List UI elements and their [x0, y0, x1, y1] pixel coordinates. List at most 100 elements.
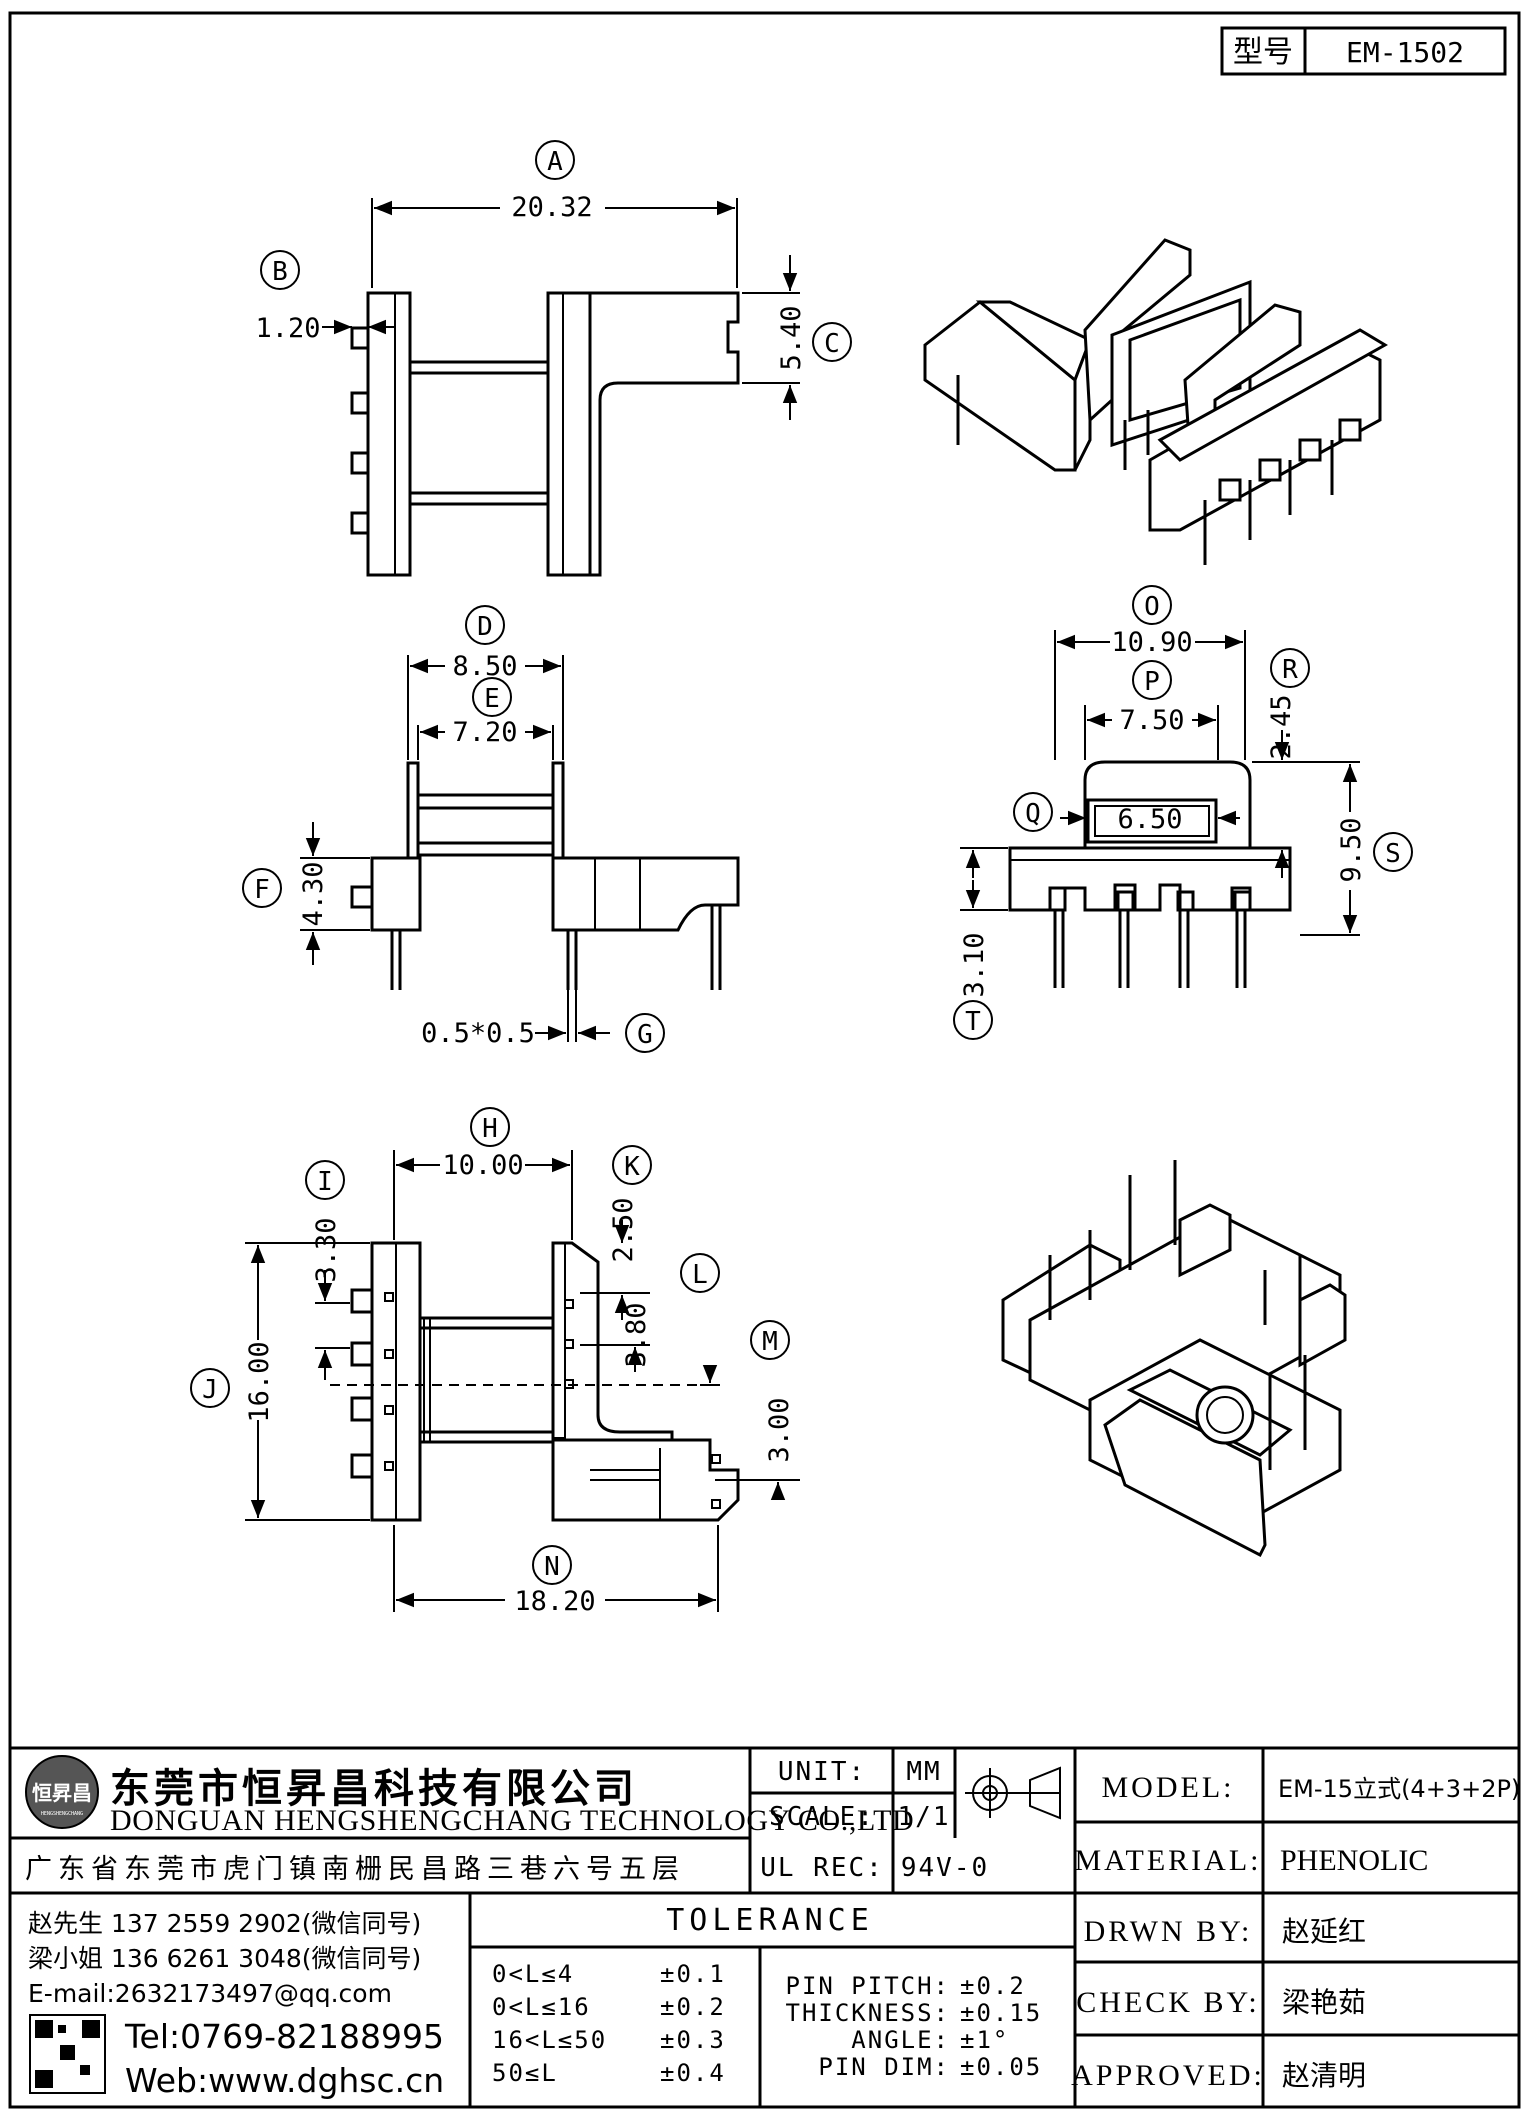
company-name-en: DONGUAN HENGSHENGCHANG TECHNOLOGY CO.,LT… [110, 1804, 914, 1837]
svg-text:K: K [624, 1152, 640, 1182]
callout-C: C [812, 322, 852, 362]
callout-B: B [260, 250, 300, 290]
callout-H: H [470, 1107, 510, 1147]
callout-R: R [1270, 648, 1310, 688]
company-tel: Tel:0769-82188995 [124, 2017, 444, 2056]
thickness-value: ±0.15 [960, 1999, 1042, 2027]
svg-text:C: C [824, 329, 840, 359]
svg-text:O: O [1144, 592, 1160, 622]
dim-G-value: 0.5*0.5 [421, 1018, 535, 1049]
dim-P-value: 7.50 [1119, 705, 1184, 736]
end-view-middle: 10.90 O 7.50 P 6.50 Q 2.45 R 9.50 S 3.10… [953, 585, 1413, 1040]
svg-text:B: B [272, 257, 288, 287]
projection-symbol-icon [965, 1766, 1061, 1820]
check-by-label: CHECK BY: [1076, 1986, 1259, 2019]
tol-range-4: 50≤L [492, 2059, 558, 2087]
contact-email: E-mail:2632173497@qq.com [28, 1979, 392, 2008]
callout-D: D [465, 605, 505, 645]
callout-K: K [612, 1145, 652, 1185]
header-model-label: 型号 [1233, 35, 1293, 70]
company-name-cn: 东莞市恒昇昌科技有限公司 [110, 1766, 638, 1812]
svg-text:A: A [547, 147, 563, 177]
svg-text:R: R [1282, 655, 1298, 685]
tolerance-title: TOLERANCE [666, 1903, 874, 1938]
dim-L-value: 3.80 [621, 1302, 652, 1367]
svg-text:恒昇昌: 恒昇昌 [32, 1781, 92, 1805]
dim-F-value: 4.30 [298, 861, 329, 926]
dim-R-value: 2.45 [1266, 694, 1297, 759]
callout-A: A [535, 140, 575, 180]
drawn-by-label: DRWN BY: [1084, 1915, 1253, 1948]
svg-text:F: F [254, 875, 270, 905]
callout-I: I [305, 1160, 345, 1200]
scale-label: SCALE: [769, 1802, 875, 1832]
dim-C-value: 5.40 [776, 305, 807, 370]
callout-P: P [1132, 660, 1172, 700]
pin-dim-label: PIN DIM: [818, 2053, 950, 2081]
contact-1: 赵先生 137 2559 2902(微信同号) [28, 1909, 421, 1938]
approved-value: 赵清明 [1282, 2059, 1366, 2092]
callout-L: L [680, 1253, 720, 1293]
callout-G: G [625, 1013, 665, 1053]
model-label: MODEL: [1102, 1771, 1235, 1804]
material-label: MATERIAL: [1075, 1844, 1262, 1877]
isometric-view-top [923, 238, 1388, 565]
dim-N-value: 18.20 [514, 1586, 595, 1617]
unit-label: UNIT: [778, 1757, 866, 1787]
svg-text:S: S [1385, 839, 1401, 869]
pin-dim-value: ±0.05 [960, 2053, 1042, 2081]
material-value: PHENOLIC [1280, 1844, 1428, 1877]
model-value: EM-15立式(4+3+2P) [1278, 1775, 1520, 1803]
svg-text:M: M [762, 1327, 778, 1357]
dim-S-value: 9.50 [1336, 817, 1367, 882]
approved-label: APPROVED: [1071, 2059, 1265, 2092]
dim-I-value: 3.30 [311, 1217, 342, 1282]
callout-J: J [190, 1368, 230, 1408]
tol-value-1: ±0.1 [660, 1960, 726, 1988]
dim-J-value: 16.00 [244, 1341, 275, 1422]
callout-E: E [472, 677, 512, 717]
tol-range-1: 0<L≤4 [492, 1960, 574, 1988]
angle-value: ±1° [960, 2026, 1009, 2054]
svg-text:D: D [477, 612, 493, 642]
svg-text:N: N [544, 1552, 560, 1582]
tol-range-2: 0<L≤16 [492, 1993, 591, 2021]
svg-text:I: I [317, 1167, 333, 1197]
dim-K-value: 2.50 [608, 1197, 639, 1262]
dim-B-value: 1.20 [255, 313, 320, 344]
top-view-bottom: 10.00 H 3.30 I 16.00 J 2.50 K 3.80 L 3.0… [190, 1107, 800, 1617]
unit-value: MM [906, 1757, 941, 1787]
svg-text:Q: Q [1025, 799, 1041, 829]
drawn-by-value: 赵延红 [1282, 1915, 1366, 1948]
tol-value-2: ±0.2 [660, 1993, 726, 2021]
isometric-view-bottom [1001, 1160, 1347, 1558]
callout-M: M [750, 1320, 790, 1360]
tol-value-3: ±0.3 [660, 2026, 726, 2054]
ul-value: 94V-0 [901, 1853, 989, 1883]
ul-label: UL REC: [760, 1853, 884, 1883]
pin-pitch-value: ±0.2 [960, 1972, 1026, 2000]
dim-E-value: 7.20 [452, 717, 517, 748]
dim-O-value: 10.90 [1111, 627, 1192, 658]
svg-text:J: J [202, 1375, 218, 1405]
tolerance-table: 0<L≤4 ±0.1 0<L≤16 ±0.2 16<L≤50 ±0.3 50≤L… [492, 1960, 726, 2087]
header-model-value: EM-1502 [1346, 36, 1464, 69]
svg-text:P: P [1144, 667, 1160, 697]
callout-Q: Q [1013, 792, 1053, 832]
pin-pitch-label: PIN PITCH: [786, 1972, 951, 2000]
svg-text:T: T [965, 1007, 981, 1037]
callout-F: F [242, 868, 282, 908]
front-view-middle: 8.50 D 7.20 E 4.30 F 0.5*0.5 G [242, 605, 740, 1053]
company-address: 广东省东莞市虎门镇南栅民昌路三巷六号五层 [25, 1854, 685, 1885]
svg-text:L: L [692, 1260, 708, 1290]
company-logo: 恒昇昌 HENGSHENGCHANG [25, 1755, 99, 1829]
qr-code-icon [29, 2014, 106, 2094]
svg-text:G: G [637, 1020, 653, 1050]
callout-O: O [1132, 585, 1172, 625]
thickness-label: THICKNESS: [786, 1999, 951, 2027]
side-view-top: 20.32 A 1.20 B 5.40 C [255, 140, 852, 577]
dim-H-value: 10.00 [442, 1150, 523, 1181]
scale-value: 1/1 [898, 1802, 951, 1832]
svg-text:HENGSHENGCHANG: HENGSHENGCHANG [41, 1811, 83, 1817]
